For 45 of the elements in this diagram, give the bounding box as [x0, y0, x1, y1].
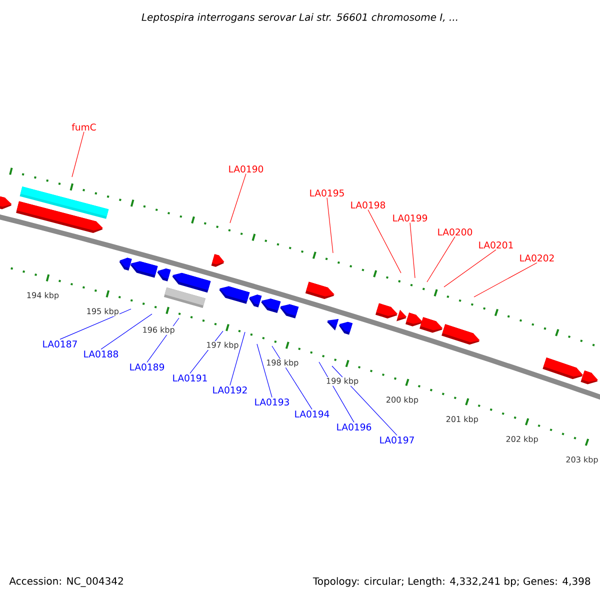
- footer-text: Topology: circular; Length: 4,332,241 bp; Genes: 4,398: [312, 577, 590, 587]
- gene-label: LA0199: [393, 214, 428, 222]
- gene-label: LA0195: [310, 190, 344, 197]
- scale-label: 199 kbp: [326, 377, 360, 386]
- scale-label: 196 kbp: [142, 326, 176, 335]
- leader-line: [230, 332, 246, 386]
- leader-line: [272, 346, 312, 410]
- leader-line: [410, 222, 416, 278]
- leader-line: [256, 344, 272, 398]
- gene-label: LA0198: [351, 202, 386, 209]
- title: Leptospira interrogans serovar Lai str. 56601 chromosome I, ...: [142, 13, 458, 23]
- gene-label: LA0193: [255, 398, 289, 406]
- leader-line: [100, 314, 152, 350]
- gene-label: LA0202: [520, 254, 554, 262]
- scale-label: 203 kbp: [565, 456, 599, 465]
- scale-label: 195 kbp: [86, 308, 120, 316]
- scale-label: 202 kbp: [505, 435, 539, 444]
- gene-label: LA0194: [295, 410, 330, 418]
- gene-label: LA0192: [213, 386, 247, 394]
- scale-label: 201 kbp: [445, 415, 479, 424]
- scale-label: 198 kbp: [266, 358, 300, 368]
- gene-label: LA0189: [130, 364, 164, 371]
- leader-line: [332, 366, 398, 436]
- leader-line: [474, 262, 538, 298]
- gene-label: LA0196: [337, 424, 372, 431]
- scale-label: 197 kbp: [206, 341, 240, 350]
- gene-label: LA0197: [380, 436, 414, 444]
- scale-label: 194 kbp: [26, 292, 60, 300]
- scale-label: 200 kbp: [385, 396, 420, 405]
- gene-label: fumC: [72, 123, 96, 131]
- gene-label: LA0191: [173, 374, 207, 382]
- footer-text: Accession: NC_004342: [9, 577, 123, 587]
- leader-line: [230, 173, 246, 224]
- gene-label: LA0201: [479, 242, 513, 249]
- leader-line: [72, 132, 84, 178]
- gene-label: LA0200: [438, 228, 472, 236]
- leader-line: [444, 249, 496, 288]
- gene-label: LA0190: [229, 166, 264, 173]
- gene-label: LA0188: [84, 350, 118, 358]
- gene-label: LA0187: [43, 340, 77, 348]
- leader-line: [318, 362, 354, 423]
- leader-line: [368, 209, 402, 274]
- leader-line: [60, 308, 132, 340]
- leader-line: [326, 197, 334, 254]
- leader-line: [426, 236, 456, 282]
